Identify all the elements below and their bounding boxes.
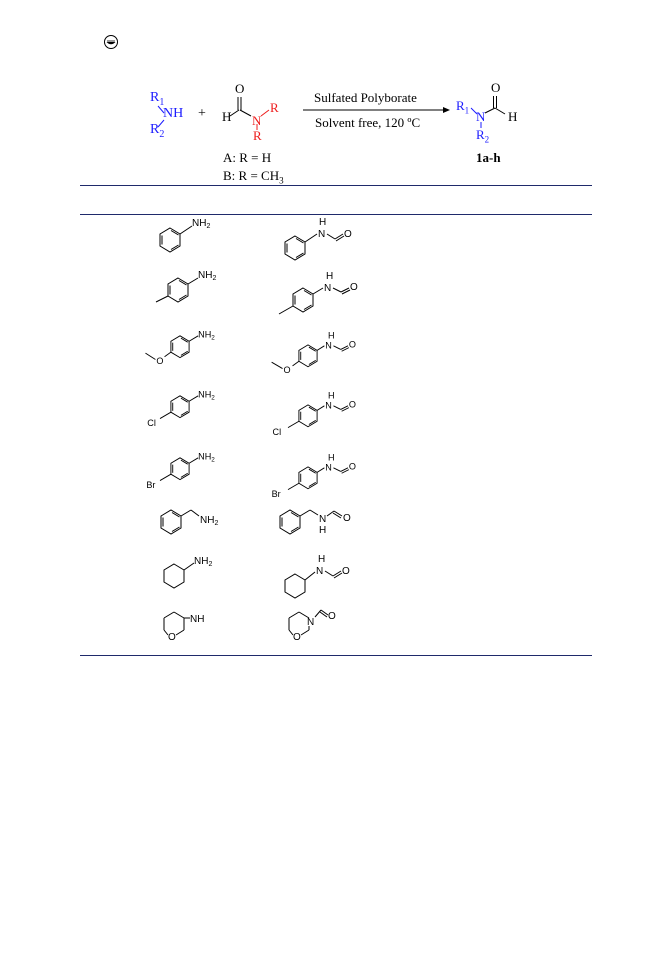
svg-text:O: O xyxy=(328,611,336,622)
formamide-n: N xyxy=(252,113,262,128)
option-b: B: R = CH3 xyxy=(223,168,284,186)
svg-text:H: H xyxy=(326,271,333,282)
table-row-product: O N O xyxy=(288,609,336,643)
table-row-product: O H N O xyxy=(271,331,356,375)
svg-text:O: O xyxy=(343,513,351,524)
svg-text:O: O xyxy=(344,229,352,240)
svg-text:NH2: NH2 xyxy=(194,556,212,568)
svg-text:H: H xyxy=(319,525,326,536)
table-row-amine: Br NH2 xyxy=(146,452,215,490)
svg-text:O: O xyxy=(350,282,358,293)
arrow-condition-bottom: Solvent free, 120 ºC xyxy=(315,115,421,130)
svg-text:O: O xyxy=(342,566,350,577)
table-row-amine: Cl NH2 xyxy=(147,390,215,428)
svg-text:O: O xyxy=(168,632,176,643)
svg-text:NH2: NH2 xyxy=(198,452,215,464)
svg-text:O: O xyxy=(349,340,356,350)
svg-text:Cl: Cl xyxy=(147,418,156,428)
svg-text:N: N xyxy=(325,341,332,351)
svg-text:Cl: Cl xyxy=(273,427,282,437)
svg-text:O: O xyxy=(283,365,290,375)
svg-text:O: O xyxy=(156,356,163,366)
svg-text:NH2: NH2 xyxy=(198,270,216,282)
svg-text:H: H xyxy=(328,453,335,463)
table-row-amine: O NH xyxy=(163,611,204,643)
svg-text:N: N xyxy=(319,514,326,525)
table-row-amine: NH2 xyxy=(159,218,210,253)
table-top-rule xyxy=(80,185,592,186)
svg-text:Br: Br xyxy=(146,480,155,490)
table-row-product: H N O xyxy=(284,554,350,599)
product-r1: R1 xyxy=(456,98,470,116)
amine-bonds xyxy=(157,105,165,128)
svg-text:NH2: NH2 xyxy=(198,330,215,342)
svg-text:N: N xyxy=(307,617,314,628)
table-row-amine: NH2 xyxy=(163,556,212,589)
table-row-product: H N O xyxy=(284,217,352,261)
product-h: H xyxy=(508,109,518,124)
table-row-product: Br H N O xyxy=(272,453,356,499)
arrow-condition-top: Sulfated Polyborate xyxy=(314,90,417,105)
product-n: N xyxy=(476,109,486,124)
formamide-o: O xyxy=(235,81,245,96)
openaccess-logo-icon xyxy=(104,35,118,49)
table-row-amine: NH2 xyxy=(160,509,218,535)
svg-text:Br: Br xyxy=(272,489,281,499)
table-row-product: H N O xyxy=(278,271,358,315)
svg-text:H: H xyxy=(328,331,335,341)
option-a: A: R = H xyxy=(223,150,272,165)
svg-text:NH2: NH2 xyxy=(198,390,215,402)
reaction-arrow xyxy=(303,107,450,113)
plus-sign: + xyxy=(198,106,206,121)
svg-text:N: N xyxy=(325,463,332,473)
svg-text:NH2: NH2 xyxy=(200,515,218,527)
svg-text:H: H xyxy=(318,554,325,565)
svg-text:O: O xyxy=(349,462,356,472)
formamide-r-bottom: R xyxy=(253,128,262,143)
product-o: O xyxy=(491,80,501,95)
amine-r1: R1 xyxy=(150,90,165,108)
svg-text:H: H xyxy=(319,217,326,228)
amine-r2: R2 xyxy=(150,122,165,140)
product-r2: R2 xyxy=(476,127,490,145)
svg-text:N: N xyxy=(324,283,331,294)
formamide-h: H xyxy=(222,109,232,124)
table-bottom-rule xyxy=(80,655,592,656)
svg-text:NH2: NH2 xyxy=(192,218,210,230)
svg-text:NH: NH xyxy=(190,614,204,625)
svg-text:N: N xyxy=(316,566,323,577)
table-row-amine: NH2 xyxy=(155,270,216,303)
table-row-product: N H O xyxy=(279,509,351,536)
formamide-structure xyxy=(229,97,270,130)
formamide-r-right: R xyxy=(270,100,279,115)
svg-text:H: H xyxy=(328,391,335,401)
svg-text:O: O xyxy=(349,400,356,410)
amine-nh: NH xyxy=(163,106,184,121)
table-row-amine: O NH2 xyxy=(145,330,215,366)
table-row-product: Cl H N O xyxy=(273,391,356,437)
product-structure xyxy=(470,96,506,128)
product-label: 1a-h xyxy=(476,150,501,165)
svg-text:N: N xyxy=(318,229,325,240)
svg-text:N: N xyxy=(325,401,332,411)
svg-text:O: O xyxy=(293,632,301,643)
table-header-rule xyxy=(80,214,592,215)
